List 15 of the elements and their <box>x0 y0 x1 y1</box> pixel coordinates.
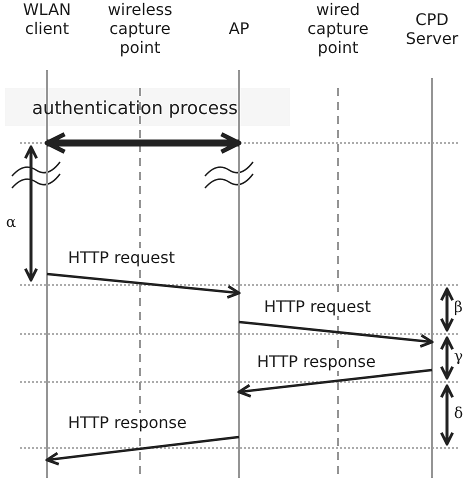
message-arrow <box>238 320 434 348</box>
message-arrow <box>46 436 240 466</box>
message-arrow <box>238 368 432 398</box>
interval-label: γ <box>454 347 463 365</box>
interval-label: β <box>454 298 463 316</box>
participant-label: AP <box>228 19 250 38</box>
edge-label: authentication process <box>31 99 239 118</box>
participant-label: CPD Server <box>404 10 460 48</box>
interval-label: δ <box>454 404 464 422</box>
message-arrow <box>46 272 240 299</box>
double-arrow <box>44 132 242 154</box>
participant-label: WLAN client <box>22 0 72 38</box>
participant-label: wired capture point <box>306 0 370 57</box>
interval-label: α <box>6 213 16 231</box>
participant-label: wireless capture point <box>106 0 174 57</box>
